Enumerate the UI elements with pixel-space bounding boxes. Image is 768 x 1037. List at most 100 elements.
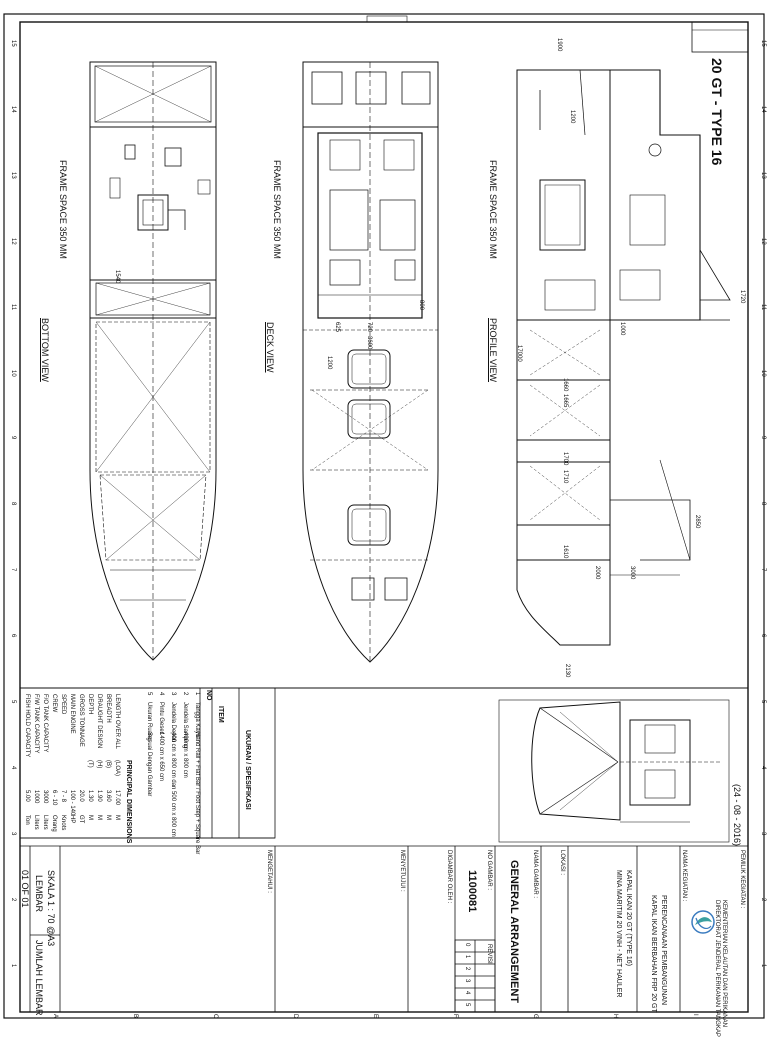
principal-row-value: 3000: [42, 790, 48, 804]
border-number-right: 1: [760, 964, 766, 968]
border-letter-bottom: G: [532, 1014, 538, 1019]
dim-3000: 3000: [629, 566, 635, 580]
bottom-view-hull: [89, 61, 217, 661]
bottom-view-label: BOTTOM VIEW: [40, 318, 50, 382]
dim-overall-length: 17000: [516, 345, 522, 362]
legend-table: [19, 687, 276, 839]
principal-row-unit: Liters: [33, 815, 39, 830]
principal-row-label: GROSS TONNAGE: [78, 694, 84, 747]
jumlah-lembar-label: JUMLAH LEMBAR: [34, 940, 44, 1016]
border-number-left: 9: [10, 436, 16, 440]
dim-1200-deck: 1200: [326, 356, 332, 370]
revision-cell: 1: [464, 955, 470, 959]
frame-space-deck: FRAME SPACE 350 MM: [272, 160, 282, 259]
scale-label: SKALA 1 : 70 @A3: [46, 870, 56, 947]
principal-row-label: LENGTH OVER ALL: [114, 694, 120, 750]
principal-row-label: DRAUGHT DESIGN: [96, 694, 102, 749]
dim-2000: 2000: [594, 566, 600, 580]
border-number-left: 8: [10, 502, 16, 506]
border-number-right: 7: [760, 568, 766, 572]
principal-row-unit: GT: [78, 815, 84, 824]
principal-row-value: 17.00: [114, 790, 120, 806]
revisi-label: REVISI: [486, 944, 492, 964]
border-number-left: 2: [10, 898, 16, 902]
border-letter-bottom: E: [372, 1014, 378, 1019]
sheet-count: 01 OF 01: [20, 870, 30, 908]
kapal-line-1: KAPAL IKAN 20 GT (TYPE 16): [625, 870, 632, 966]
dim-1710: 1710: [562, 470, 568, 484]
legend-row-no: 4: [158, 692, 164, 696]
border-number-right: 12: [760, 238, 766, 245]
legend-row-size: 400 cm x 800 cm: [182, 732, 188, 778]
principal-heading: PRINCIPAL DIMENSIONS: [125, 760, 132, 844]
principal-row-label: F/W TANK CAPACITY: [33, 694, 39, 754]
principal-row-unit: M: [105, 815, 111, 820]
principal-row-unit: Ton: [24, 815, 30, 825]
lokasi-label: LOKASI :: [559, 850, 565, 876]
dim-1000: 1000: [619, 322, 625, 336]
principal-row-unit: Orang: [51, 815, 57, 832]
profile-view-hull: [516, 69, 731, 646]
drawing-name: GENERAL ARRANGEMENT: [508, 860, 520, 1004]
border-number-right: 8: [760, 502, 766, 506]
principal-row-label: CREW: [51, 694, 57, 713]
dim-1660: 1660: [562, 378, 568, 392]
drawing-number: 1100081: [466, 870, 478, 913]
border-number-right: 2: [760, 898, 766, 902]
border-number-right: 13: [760, 172, 766, 179]
legend-header-no: NO: [205, 690, 212, 701]
legend-row-no: 3: [170, 692, 176, 696]
revision-cell: 3: [464, 979, 470, 983]
nama-kegiatan-label: NAMA KEGIATAN :: [681, 850, 687, 902]
legend-row-size: 400 cm x 800 cm dan 500 cm x 800 cm: [170, 732, 176, 837]
legend-header-item: ITEM: [217, 706, 224, 723]
dim-stern-width: 2130: [564, 664, 570, 678]
border-number-right: 4: [760, 766, 766, 770]
border-number-right: 3: [760, 832, 766, 836]
menyetujui-label: MENYETUJUI :: [399, 850, 405, 892]
ministry-logo: [691, 910, 715, 934]
principal-row-label: MAIN ENGINE: [69, 694, 75, 734]
principal-row-symbol: (T): [87, 760, 93, 768]
revision-cell: 2: [464, 967, 470, 971]
border-letter-bottom: C: [212, 1014, 218, 1019]
legend-row-size: 1400 cm x 650 cm: [158, 732, 164, 782]
principal-row-value: 1000: [33, 790, 39, 804]
border-number-right: 15: [760, 40, 766, 47]
dim-mast-height: 2850: [694, 515, 700, 529]
profile-view-label: PROFILE VIEW: [488, 318, 498, 383]
border-number-left: 7: [10, 568, 16, 572]
principal-row-unit: Knots: [60, 815, 66, 831]
lembar-label: LEMBAR: [34, 875, 44, 913]
revision-cell: 0: [464, 943, 470, 947]
border-letter-bottom: D: [292, 1014, 298, 1019]
dim-1540: 1540: [114, 270, 120, 284]
border-number-right: 11: [760, 304, 766, 311]
principal-row-unit: M: [96, 815, 102, 820]
principal-row-value: 1.90: [96, 790, 102, 802]
dim-1610: 1610: [562, 545, 568, 559]
principal-row-label: FISH HOLD CAPACITY: [24, 694, 30, 758]
principal-row-value: 20.0: [78, 790, 84, 802]
dim-1665: 1665: [562, 394, 568, 408]
dim-1700: 1700: [562, 452, 568, 466]
principal-row-unit: M: [87, 815, 93, 820]
dim-top-width: 1900: [556, 38, 562, 52]
border-number-left: 14: [10, 106, 16, 113]
frame-space-bottom: FRAME SPACE 350 MM: [58, 160, 68, 259]
principal-row-value: 100 - 140: [69, 790, 75, 816]
no-gambar-label: NO GAMBAR :: [486, 850, 492, 891]
dim-800: 800: [418, 300, 424, 311]
mengetahui-label: MENGETAHUI :: [266, 850, 272, 893]
border-number-right: 14: [760, 106, 766, 113]
principal-row-value: 7 - 8: [60, 790, 66, 803]
principal-row-label: BREADTH: [105, 694, 111, 723]
dim-720: 720: [366, 322, 372, 333]
frame-space-profile: FRAME SPACE 350 MM: [488, 160, 498, 259]
outer-border: [3, 13, 765, 1019]
dim-aft-height: 1720: [739, 290, 745, 304]
principal-row-label: F/O TANK CAPACITY: [42, 694, 48, 753]
border-number-right: 9: [760, 436, 766, 440]
kegiatan-line-2: KAPAL IKAN BERBAHAN FRP 20 GT: [650, 895, 657, 1013]
